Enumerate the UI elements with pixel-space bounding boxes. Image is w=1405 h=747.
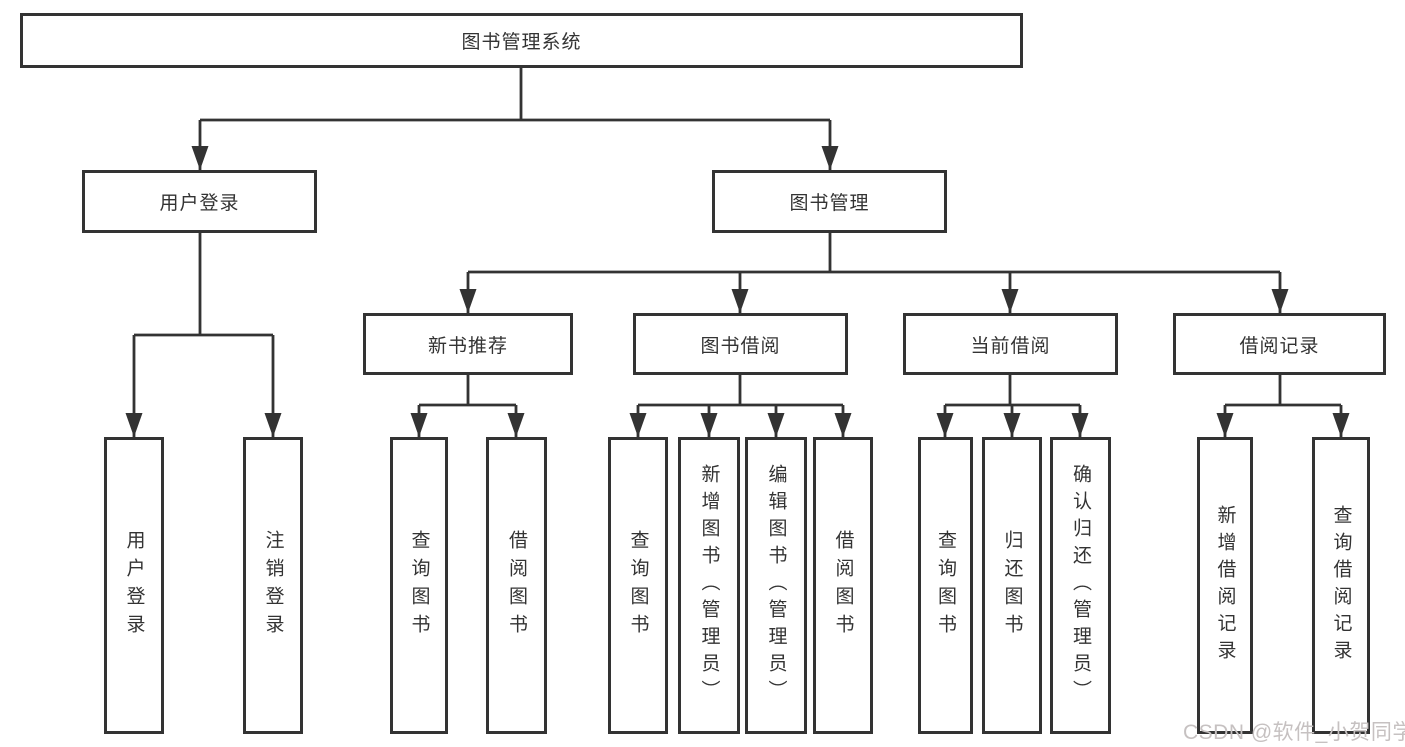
node-label: 新书推荐	[427, 335, 508, 357]
node-leaf-confirm-return-admin: 确认归还（管理员）	[1050, 437, 1111, 734]
node-leaf-add-book-admin: 新增图书（管理员）	[678, 437, 740, 734]
node-label: 查询图书	[935, 529, 956, 642]
node-leaf-query-book-current: 查询图书	[918, 437, 973, 734]
node-label: 新增图书（管理员）	[698, 464, 720, 707]
node-label: 查询图书	[627, 529, 649, 642]
node-user-login: 用户登录	[82, 170, 317, 233]
node-label: 借阅图书	[832, 529, 854, 642]
node-label: 用户登录	[123, 529, 145, 642]
node-leaf-edit-book-admin: 编辑图书（管理员）	[745, 437, 807, 734]
csdn-watermark: CSDN @软件_小贺同学	[1183, 721, 1405, 744]
node-label: 确认归还（管理员）	[1070, 464, 1091, 707]
node-label: 查询借阅记录	[1330, 504, 1352, 667]
node-label: 新增借阅记录	[1214, 504, 1236, 667]
node-leaf-user-login: 用户登录	[104, 437, 164, 734]
node-leaf-return-book: 归还图书	[982, 437, 1042, 734]
node-label: 用户登录	[159, 193, 240, 214]
node-leaf-borrow-book: 借阅图书	[813, 437, 873, 734]
node-borrowing-record: 借阅记录	[1173, 313, 1386, 375]
node-label: 当前借阅	[970, 335, 1051, 357]
node-root-library-system: 图书管理系统	[20, 13, 1023, 68]
node-leaf-query-book-borrowing: 查询图书	[608, 437, 668, 734]
node-leaf-query-book-recommend: 查询图书	[390, 437, 448, 734]
node-leaf-borrow-book-recommend: 借阅图书	[486, 437, 547, 734]
node-book-management: 图书管理	[712, 170, 947, 233]
node-label: 借阅记录	[1239, 335, 1320, 357]
node-new-book-recommendation: 新书推荐	[363, 313, 573, 375]
node-label: 编辑图书（管理员）	[765, 464, 787, 707]
node-label: 图书借阅	[700, 335, 781, 357]
node-leaf-query-borrow-record: 查询借阅记录	[1312, 437, 1370, 734]
node-label: 借阅图书	[506, 529, 527, 642]
node-label: 查询图书	[408, 529, 430, 642]
node-book-borrowing: 图书借阅	[633, 313, 848, 375]
node-label: 图书管理系统	[461, 32, 582, 53]
node-label: 图书管理	[789, 193, 870, 214]
node-current-borrowing: 当前借阅	[903, 313, 1118, 375]
node-leaf-logout: 注销登录	[243, 437, 303, 734]
node-label: 归还图书	[1001, 529, 1023, 642]
node-label: 注销登录	[262, 529, 284, 642]
node-leaf-add-borrow-record: 新增借阅记录	[1197, 437, 1253, 734]
